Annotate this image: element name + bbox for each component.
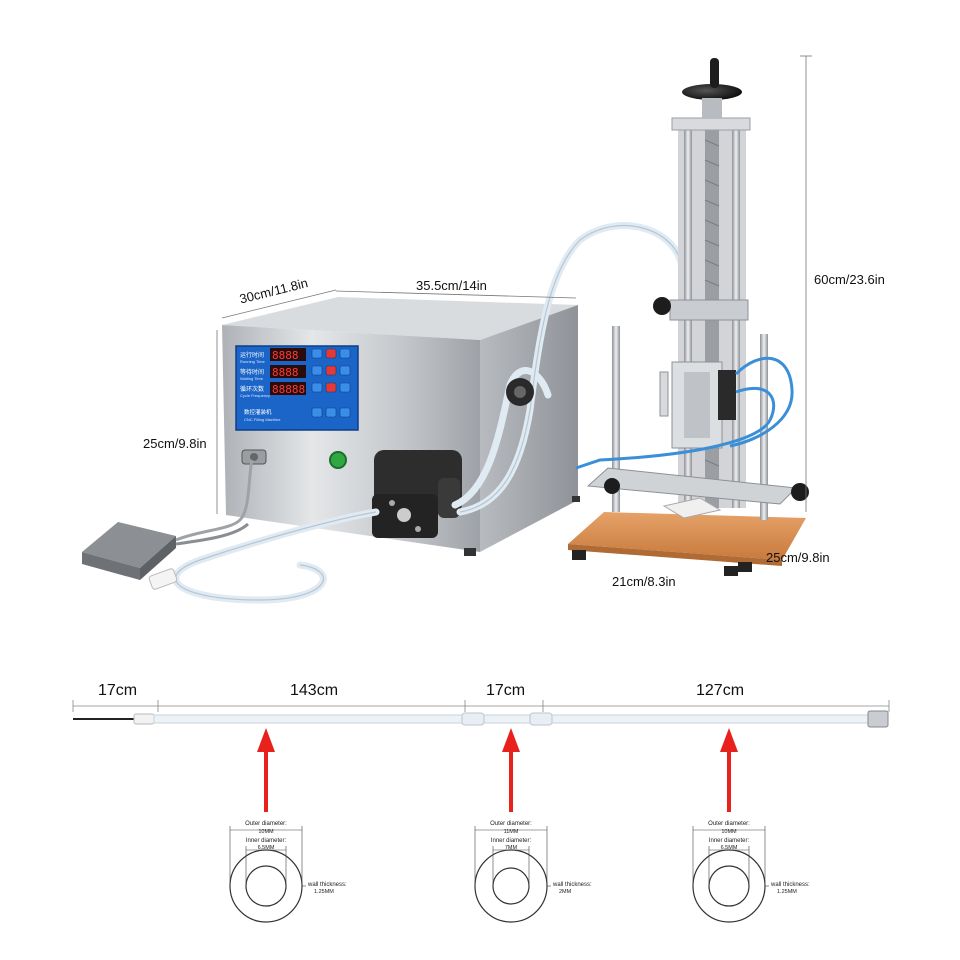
panel-key[interactable] bbox=[311, 348, 323, 359]
base-width-label: 21cm/8.3in bbox=[612, 574, 676, 589]
panel-key[interactable] bbox=[325, 348, 337, 359]
outer-diameter-value: 10MM bbox=[258, 829, 274, 835]
wall-thickness-value: 1.25MM bbox=[314, 889, 334, 895]
cable-connector bbox=[241, 449, 267, 465]
panel-key[interactable] bbox=[339, 407, 351, 418]
digit-display bbox=[270, 348, 306, 361]
foot-pedal bbox=[82, 459, 254, 580]
pointer-arrow bbox=[720, 728, 738, 812]
tube-cross-section: Outer diameter: 11MM Inner diameter:7MM wal… bbox=[474, 821, 592, 923]
inner-diameter-label: Inner diameter: bbox=[246, 838, 287, 844]
inner-diameter-value: 6.5MM bbox=[258, 845, 275, 851]
outer-diameter-label: Outer diameter: bbox=[490, 821, 532, 827]
tube-segment-label: 127cm bbox=[696, 682, 745, 699]
digit-readout: 8888 bbox=[272, 349, 299, 362]
panel-key[interactable] bbox=[311, 365, 323, 376]
tube-connector bbox=[867, 710, 889, 728]
pump-width-label: 35.5cm/14in bbox=[416, 278, 487, 293]
handwheel-knob bbox=[710, 58, 719, 88]
lock-knob bbox=[653, 297, 671, 315]
stand-height-label: 60cm/23.6in bbox=[814, 272, 885, 287]
tube-cross-section: Outer diameter: 10MM Inner diameter:6.5MM w… bbox=[692, 821, 810, 923]
panel-key[interactable] bbox=[311, 382, 323, 393]
digit-display bbox=[270, 382, 306, 395]
outer-diameter-value: 11MM bbox=[504, 829, 519, 835]
filling-stand bbox=[568, 58, 809, 576]
digit-display bbox=[270, 365, 306, 378]
panel-key[interactable] bbox=[325, 365, 337, 376]
carriage bbox=[669, 299, 749, 321]
tube-segment-label: 17cm bbox=[98, 682, 138, 699]
panel-footer-en: CNC Filling Machine bbox=[244, 417, 281, 422]
tube-cross-section: Outer diameter: 10MM Inner diameter:6.5MM w… bbox=[229, 821, 347, 923]
tube-clip bbox=[506, 378, 534, 406]
tube-nozzle bbox=[148, 568, 178, 590]
inner-diameter-label: Inner diameter: bbox=[491, 838, 532, 844]
wall-thickness-value: 2MM bbox=[559, 889, 572, 895]
dimension-lines bbox=[216, 55, 812, 514]
wall-thickness-value: 1.25MM bbox=[777, 889, 797, 895]
outer-diameter-label: Outer diameter: bbox=[245, 821, 287, 827]
digit-readout: 8888 bbox=[272, 366, 299, 379]
panel-label-en: Running Time bbox=[240, 359, 265, 364]
panel-key[interactable] bbox=[339, 348, 351, 359]
wall-thickness-label: wall thickness: bbox=[552, 882, 592, 888]
pointer-arrow bbox=[502, 728, 520, 812]
panel-label-en: Cycle Frequency bbox=[240, 393, 270, 398]
panel-key[interactable] bbox=[339, 382, 351, 393]
handwheel bbox=[682, 84, 742, 100]
tube-segment-label: 17cm bbox=[486, 682, 526, 699]
pump-top-face bbox=[222, 297, 578, 340]
panel-key[interactable] bbox=[325, 407, 337, 418]
panel-label-zh: 等待时间 bbox=[240, 368, 264, 376]
power-indicator bbox=[329, 451, 347, 469]
inner-diameter-label: Inner diameter: bbox=[709, 838, 750, 844]
panel-label-zh: 运行时间 bbox=[240, 351, 264, 359]
tube-segment-label: 143cm bbox=[290, 682, 339, 699]
base-depth-label: 25cm/9.8in bbox=[766, 550, 830, 565]
pump-head bbox=[372, 450, 462, 538]
tube-layout-diagram bbox=[72, 700, 890, 728]
outer-diameter-value: 10MM bbox=[721, 829, 737, 835]
inner-diameter-value: 7MM bbox=[505, 845, 518, 851]
pump-foot bbox=[464, 548, 476, 556]
panel-key[interactable] bbox=[339, 365, 351, 376]
tube-strip bbox=[153, 714, 871, 724]
wall-thickness-label: wall thickness: bbox=[307, 882, 347, 888]
panel-footer-zh: 数控灌装机 bbox=[244, 408, 272, 416]
pointer-arrow bbox=[257, 728, 275, 812]
wall-thickness-label: wall thickness: bbox=[770, 882, 810, 888]
pump-height-label: 25cm/9.8in bbox=[143, 436, 207, 451]
digit-readout: 88888 bbox=[272, 383, 305, 396]
guide-rod bbox=[612, 326, 620, 512]
panel-label-en: Waiting Time bbox=[240, 376, 264, 381]
panel-label-zh: 循环次数 bbox=[240, 385, 264, 393]
inner-diameter-value: 6.5MM bbox=[721, 845, 738, 851]
stand-base bbox=[568, 512, 806, 560]
panel-key[interactable] bbox=[311, 407, 323, 418]
outer-diameter-label: Outer diameter: bbox=[708, 821, 750, 827]
pump-foot bbox=[572, 496, 580, 502]
air-hose bbox=[575, 356, 794, 470]
panel-key[interactable] bbox=[325, 382, 337, 393]
